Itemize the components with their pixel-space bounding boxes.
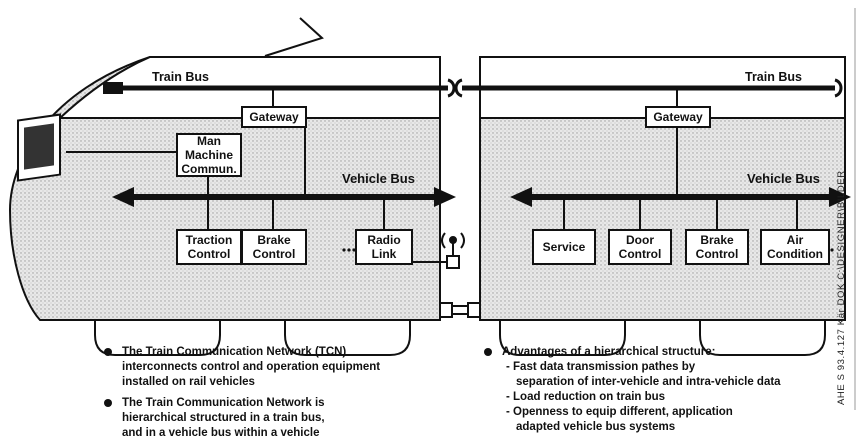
brake-control-box-right: Brake Control: [685, 229, 749, 265]
gateway-box-left: Gateway: [241, 106, 307, 128]
bullets-left: The Train Communication Network (TCN) in…: [104, 345, 434, 447]
bullet-dot: [484, 348, 492, 356]
bullet-sub: - Fast data transmission pathes by: [506, 361, 696, 373]
bullet-heading: Advantages of a hierarchical structure:: [502, 346, 716, 358]
bullet-line: The Train Communication Network (TCN): [122, 346, 347, 358]
bus-coupler-right: [454, 78, 463, 98]
vehicle-bus-label-left: Vehicle Bus: [342, 171, 415, 186]
vehicle-bus-left-arrow-r: [434, 187, 456, 207]
bullet-sub: - Openness to equip different, applicati…: [506, 406, 733, 418]
bullet-sub: - Load reduction on train bus: [506, 391, 666, 403]
bullet-line: The Train Communication Network is: [122, 397, 325, 409]
bullet-line: and in a vehicle bus within a vehicle: [122, 427, 320, 439]
train-bus-terminator-left: [103, 82, 123, 94]
gateway-box-right: Gateway: [645, 106, 711, 128]
mmc-box: Man Machine Commun.: [176, 133, 242, 177]
bullet-item: The Train Communication Network (TCN) in…: [104, 345, 434, 390]
bullets-right: Advantages of a hierarchical structure: …: [484, 345, 829, 441]
bullet-line: installed on rail vehicles: [122, 376, 255, 388]
bullet-dot: [104, 399, 112, 407]
bogies-left: [94, 319, 411, 356]
train-bus-label-right: Train Bus: [745, 70, 802, 84]
locomotive-body: [8, 56, 441, 321]
bus-end-right: [834, 78, 843, 98]
pantograph: [264, 17, 324, 57]
service-box: Service: [532, 229, 596, 265]
bullet-line: interconnects control and operation equi…: [122, 361, 381, 373]
vehicle-bus-label-right: Vehicle Bus: [747, 171, 820, 186]
bus-coupler-left: [447, 78, 456, 98]
radio-link-box: Radio Link: [355, 229, 413, 265]
side-reference-text: AHE S 93.4.127 Kär DOK C:\DESIGNER\BILDE…: [836, 170, 847, 405]
bullet-sub: separation of inter-vehicle and intra-ve…: [516, 376, 781, 388]
vehicle-bus-right-arrow-l: [510, 187, 532, 207]
bullet-sub: adapted vehicle bus systems: [516, 421, 676, 433]
vehicle-bus-right-arrow-r: [829, 187, 851, 207]
brake-control-box-left: Brake Control: [241, 229, 307, 265]
air-condition-box: Air Condition: [760, 229, 830, 265]
car-coupler: [439, 302, 481, 318]
traction-control-box: Traction Control: [176, 229, 242, 265]
driver-display-screen: [24, 123, 54, 170]
bullet-dot: [104, 348, 112, 356]
antenna-icon: [412, 232, 465, 269]
train-bus-label-left: Train Bus: [152, 70, 209, 84]
bogies-right: [499, 319, 826, 356]
bullet-item: Advantages of a hierarchical structure: …: [484, 345, 829, 435]
vehicle-bus-left-arrow-l: [112, 187, 134, 207]
door-control-box: Door Control: [608, 229, 672, 265]
